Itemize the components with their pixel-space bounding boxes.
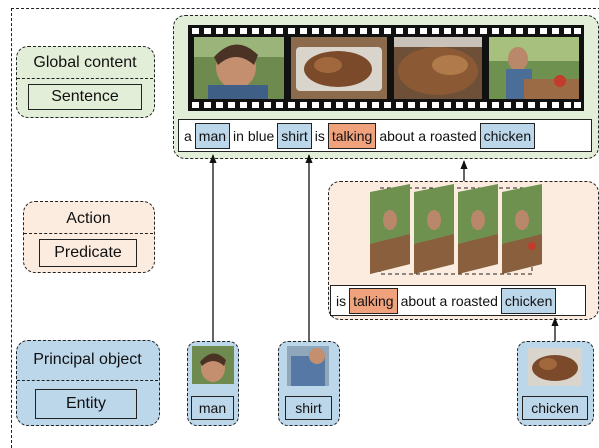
legend-sentence-box: Sentence: [28, 84, 142, 110]
connector-arrows: [209, 154, 559, 341]
global-sentence-word: is: [314, 127, 325, 144]
predicate-entity-chicken: chicken: [500, 287, 557, 314]
legend-global-content: Global content Sentence: [16, 46, 155, 118]
predicate-sentence-word: about a roasted: [400, 292, 498, 309]
global-entity-man: man: [194, 122, 231, 149]
entity-man-thumbnail: [192, 346, 234, 384]
global-entity-shirt: shirt: [277, 122, 312, 149]
action-frame-3: [458, 184, 498, 274]
legend-action: Action Predicate: [23, 201, 155, 273]
global-entity-chicken: chicken: [479, 122, 536, 149]
predicate-sentence: is talking about a roasted chicken: [330, 285, 586, 316]
action-frame-4: [502, 184, 542, 274]
entity-block-chicken: chicken: [517, 341, 594, 426]
video-frame-2: [291, 37, 387, 99]
legend-divider: [24, 233, 153, 234]
action-frame-stack: [370, 184, 542, 275]
video-frame-3: [394, 37, 482, 99]
legend-action-title: Action: [66, 210, 111, 227]
predicate-talking: talking: [349, 287, 398, 314]
entity-man-label: man: [191, 396, 234, 420]
global-sentence: a man in blue shirt is talking about a r…: [178, 119, 592, 152]
entity-shirt-thumbnail: [287, 346, 329, 386]
legend-entity-box: Entity: [35, 389, 137, 419]
video-frame-4: [489, 37, 579, 99]
action-frame-2: [414, 184, 454, 274]
outer-frame: [11, 8, 599, 448]
global-sentence-word: in blue: [233, 127, 275, 144]
entity-block-shirt: shirt: [278, 341, 340, 426]
global-sentence-word: a: [184, 127, 192, 144]
entity-chicken-label: chicken: [522, 396, 588, 420]
legend-divider: [17, 78, 153, 79]
film-strip: [188, 25, 584, 111]
legend-principal-object: Principal object Entity: [16, 340, 160, 426]
entity-block-man: man: [187, 341, 239, 426]
action-frame-1: [370, 184, 410, 274]
legend-predicate-box: Predicate: [39, 239, 137, 267]
entity-shirt-label: shirt: [285, 396, 332, 420]
entity-chicken-thumbnail: [528, 348, 582, 386]
legend-object-title: Principal object: [33, 351, 142, 368]
video-frame-1: [194, 37, 284, 99]
legend-global-title: Global content: [33, 54, 137, 71]
legend-divider: [17, 380, 158, 381]
global-predicate-talking: talking: [327, 122, 377, 149]
global-sentence-word: about a roasted: [379, 127, 477, 144]
predicate-sentence-word: is: [336, 292, 347, 309]
